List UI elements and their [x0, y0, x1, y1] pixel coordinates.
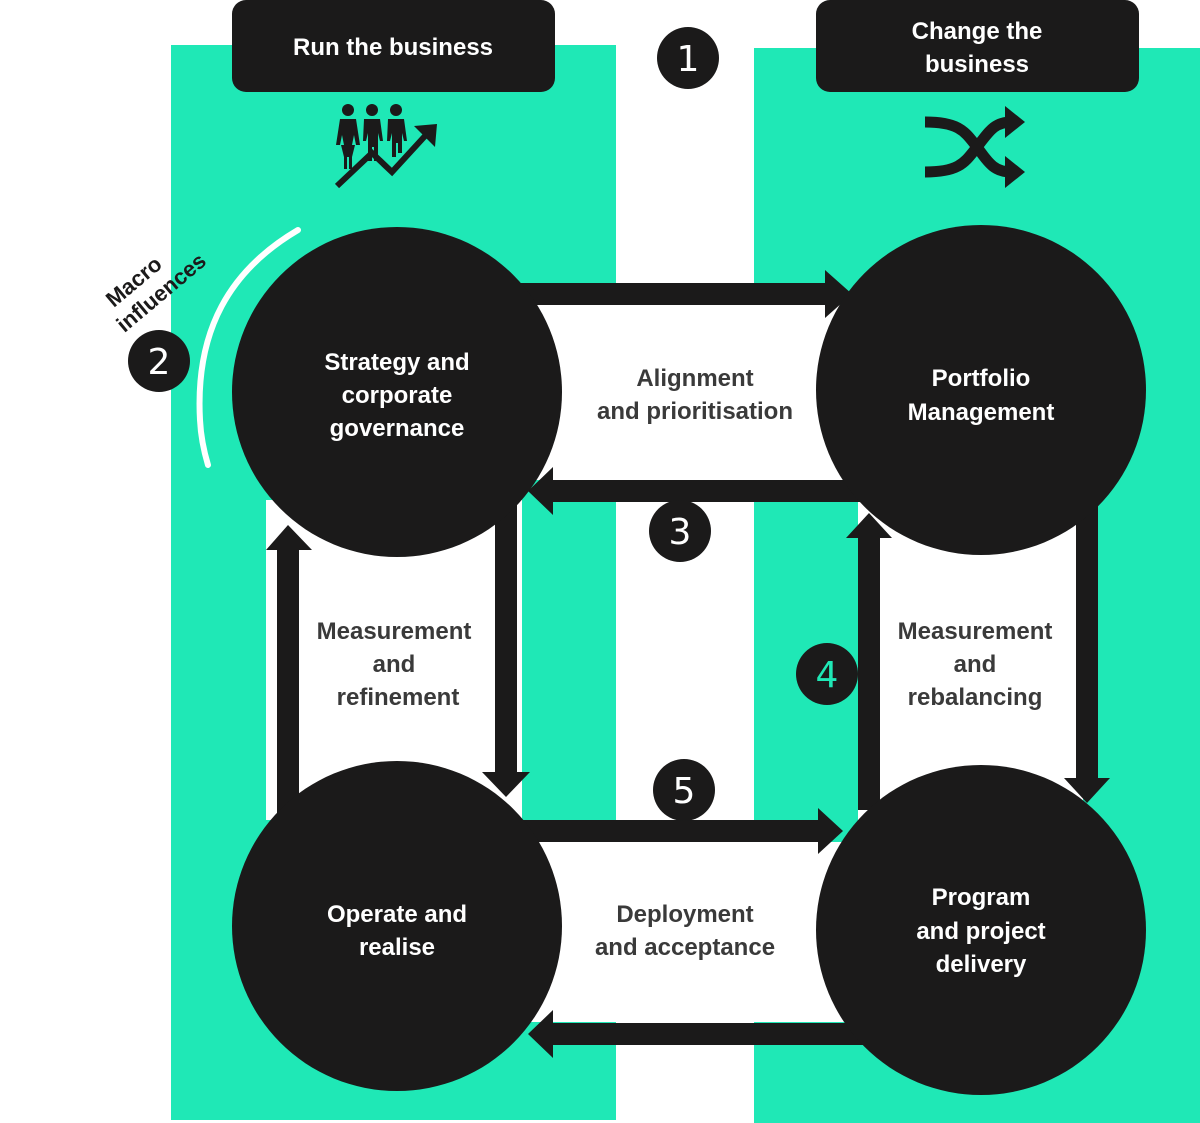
svg-text:Program: Program [932, 884, 1031, 911]
node-delivery-label: Program and project delivery [916, 884, 1045, 978]
svg-text:5: 5 [673, 771, 696, 812]
change-business-title-line1: Change the [912, 18, 1043, 45]
node-operate-label: Operate and realise [327, 901, 467, 961]
svg-text:Strategy and: Strategy and [324, 349, 469, 376]
change-business-title-line2: business [925, 51, 1029, 78]
arrow-strategy-to-portfolio [500, 270, 852, 318]
svg-text:delivery: delivery [936, 951, 1027, 978]
node-strategy-label: Strategy and corporate governance [324, 349, 469, 442]
svg-text:Management: Management [908, 399, 1055, 426]
svg-text:and: and [954, 651, 997, 678]
svg-text:rebalancing: rebalancing [908, 684, 1043, 711]
svg-text:Deployment: Deployment [616, 901, 753, 928]
svg-text:refinement: refinement [337, 684, 460, 711]
node-delivery-circle[interactable] [816, 765, 1146, 1095]
svg-text:Operate and: Operate and [327, 901, 467, 928]
alignment-panel [520, 305, 865, 480]
node-portfolio-label: Portfolio Management [908, 365, 1055, 426]
run-business-header: Run the business [232, 0, 555, 92]
svg-text:corporate: corporate [342, 382, 453, 409]
svg-text:4: 4 [816, 655, 839, 696]
shuffle-arrowheads [1005, 106, 1025, 188]
marker-5: 5 [653, 759, 715, 821]
flow-bottom-label: Deployment and acceptance [595, 901, 775, 961]
svg-text:1: 1 [677, 39, 700, 80]
deployment-panel [520, 842, 865, 1022]
svg-text:Measurement: Measurement [898, 618, 1053, 645]
svg-text:2: 2 [148, 342, 171, 383]
marker-2: 2 [128, 330, 190, 392]
people-growth-icon [334, 104, 437, 189]
marker-1: 1 [657, 27, 719, 89]
arrow-portfolio-to-delivery [1064, 490, 1110, 803]
svg-text:and prioritisation: and prioritisation [597, 398, 793, 425]
flow-left-label: Measurement and refinement [317, 618, 472, 711]
svg-text:and acceptance: and acceptance [595, 934, 775, 961]
node-strategy-circle[interactable] [232, 227, 562, 557]
macro-influences-arc [196, 227, 301, 468]
node-portfolio-circle[interactable] [816, 225, 1146, 555]
shuffle-icon [924, 116, 1013, 178]
svg-text:and project: and project [916, 918, 1045, 945]
svg-text:and: and [373, 651, 416, 678]
run-business-title: Run the business [293, 34, 493, 61]
svg-text:3: 3 [669, 512, 692, 553]
svg-text:realise: realise [359, 934, 435, 961]
svg-text:Measurement: Measurement [317, 618, 472, 645]
arrow-portfolio-to-strategy [528, 467, 870, 515]
svg-text:Portfolio: Portfolio [932, 365, 1031, 392]
arrow-delivery-to-operate [528, 1010, 870, 1058]
change-business-header: Change the business [816, 0, 1139, 92]
flow-right-label: Measurement and rebalancing [898, 618, 1053, 711]
arrow-strategy-to-operate [482, 490, 530, 797]
marker-4: 4 [796, 643, 858, 705]
arrow-operate-to-delivery [500, 808, 843, 854]
arrow-delivery-to-portfolio [846, 513, 892, 810]
svg-text:governance: governance [330, 415, 465, 442]
flow-top-label: Alignment and prioritisation [597, 365, 793, 425]
node-operate-circle[interactable] [232, 761, 562, 1091]
marker-3: 3 [649, 500, 711, 562]
svg-text:Alignment: Alignment [636, 365, 753, 392]
arrow-operate-to-strategy [266, 525, 312, 825]
